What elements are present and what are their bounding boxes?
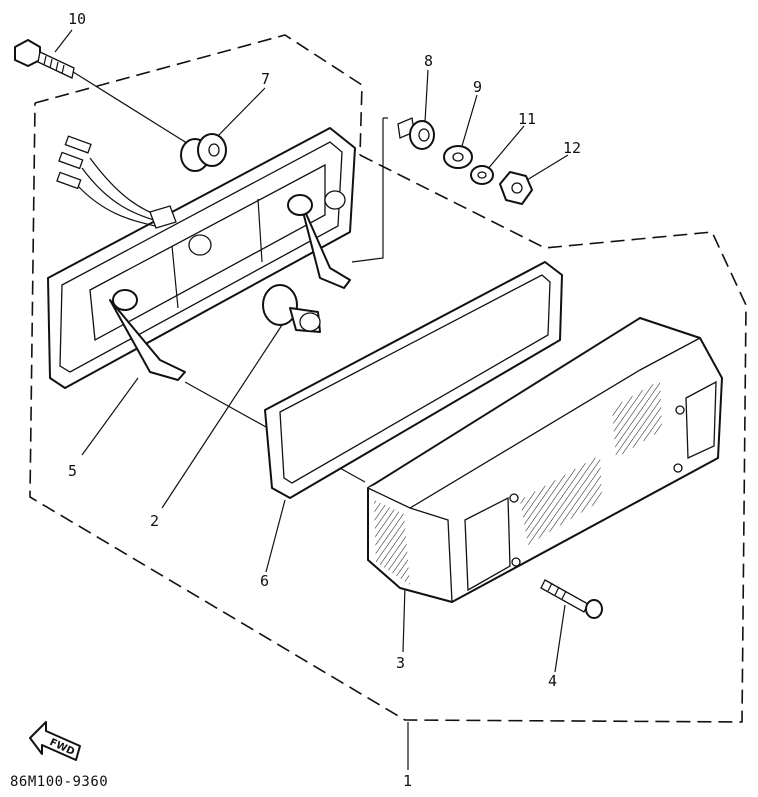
part-washer-9 <box>443 145 473 169</box>
part-bolt-10 <box>14 39 75 79</box>
assembly-outline <box>29 34 747 723</box>
part-lamp-base-housing <box>47 127 356 389</box>
part-stud-8 <box>397 117 435 150</box>
part-gasket-6 <box>264 261 563 499</box>
part-screw-4 <box>540 579 603 619</box>
callout-6: 6 <box>260 572 269 590</box>
drawing-number: 86M100-9360 <box>10 774 108 790</box>
part-spring-washer-11 <box>470 165 494 185</box>
callout-10: 10 <box>68 10 86 28</box>
callout-5: 5 <box>68 462 77 480</box>
callout-4: 4 <box>548 672 557 690</box>
callout-7: 7 <box>261 70 270 88</box>
part-lens-3 <box>367 317 723 603</box>
part-grommet-7 <box>180 133 227 172</box>
callout-9: 9 <box>473 78 482 96</box>
callout-11: 11 <box>518 110 536 128</box>
callout-2: 2 <box>150 512 159 530</box>
callout-labels: 10 7 8 9 11 12 5 2 6 3 4 1 <box>68 10 581 790</box>
callout-3: 3 <box>396 654 405 672</box>
fwd-direction-arrow: FWD <box>29 721 81 761</box>
part-bulb-2 <box>262 284 321 333</box>
part-nut-12 <box>499 171 533 205</box>
callout-8: 8 <box>424 52 433 70</box>
callout-1: 1 <box>403 772 412 790</box>
callout-12: 12 <box>563 139 581 157</box>
